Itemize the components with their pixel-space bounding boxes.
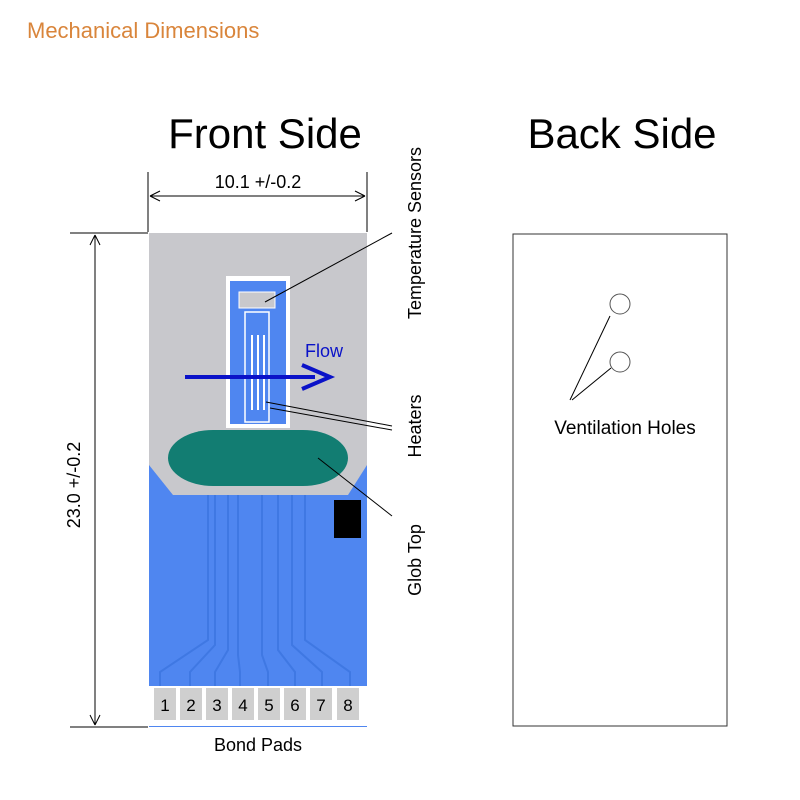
flow-label: Flow — [305, 341, 344, 361]
bond-pad — [284, 688, 306, 720]
bond-pad — [180, 688, 202, 720]
bond-pad-label: 2 — [186, 696, 195, 715]
bond-pad — [310, 688, 332, 720]
bond-pad — [154, 688, 176, 720]
glob-top — [168, 430, 348, 486]
smd-component — [334, 500, 361, 538]
bond-pad-label: 5 — [264, 696, 273, 715]
bond-pad — [232, 688, 254, 720]
width-dimension-label: 10.1 +/-0.2 — [215, 172, 302, 192]
back-board: Ventilation Holes — [512, 233, 728, 727]
bond-pad-label: 4 — [238, 696, 247, 715]
bond-pad-label: 3 — [212, 696, 221, 715]
glob-top-label: Glob Top — [405, 524, 425, 596]
flow-arrow — [185, 363, 336, 391]
height-dimension-label: 23.0 +/-0.2 — [64, 442, 84, 529]
width-dimension: 10.1 +/-0.2 — [147, 172, 368, 232]
ventilation-hole — [609, 293, 631, 315]
ventilation-hole — [609, 351, 631, 373]
bond-pads: 1 2 3 4 5 6 7 8 — [154, 688, 359, 720]
ventilation-holes-label: Ventilation Holes — [554, 418, 696, 439]
bond-pad-label: 6 — [290, 696, 299, 715]
bond-traces — [159, 495, 351, 686]
bond-pad — [337, 688, 359, 720]
callout-lines — [264, 232, 393, 517]
front-board: Flow — [149, 233, 367, 727]
heaters-label: Heaters — [405, 394, 425, 457]
back-side-title: Back Side — [527, 110, 716, 157]
height-dimension: 23.0 +/-0.2 — [64, 232, 148, 728]
bond-pads-label: Bond Pads — [214, 735, 302, 755]
bond-pad-label: 7 — [316, 696, 325, 715]
front-side-title: Front Side — [168, 110, 362, 157]
bond-pad — [258, 688, 280, 720]
bond-pad-label: 8 — [343, 696, 352, 715]
page-title: Mechanical Dimensions — [27, 18, 260, 43]
bond-pad — [206, 688, 228, 720]
temperature-sensors-label: Temperature Sensors — [405, 147, 425, 319]
bond-pad-label: 1 — [160, 696, 169, 715]
